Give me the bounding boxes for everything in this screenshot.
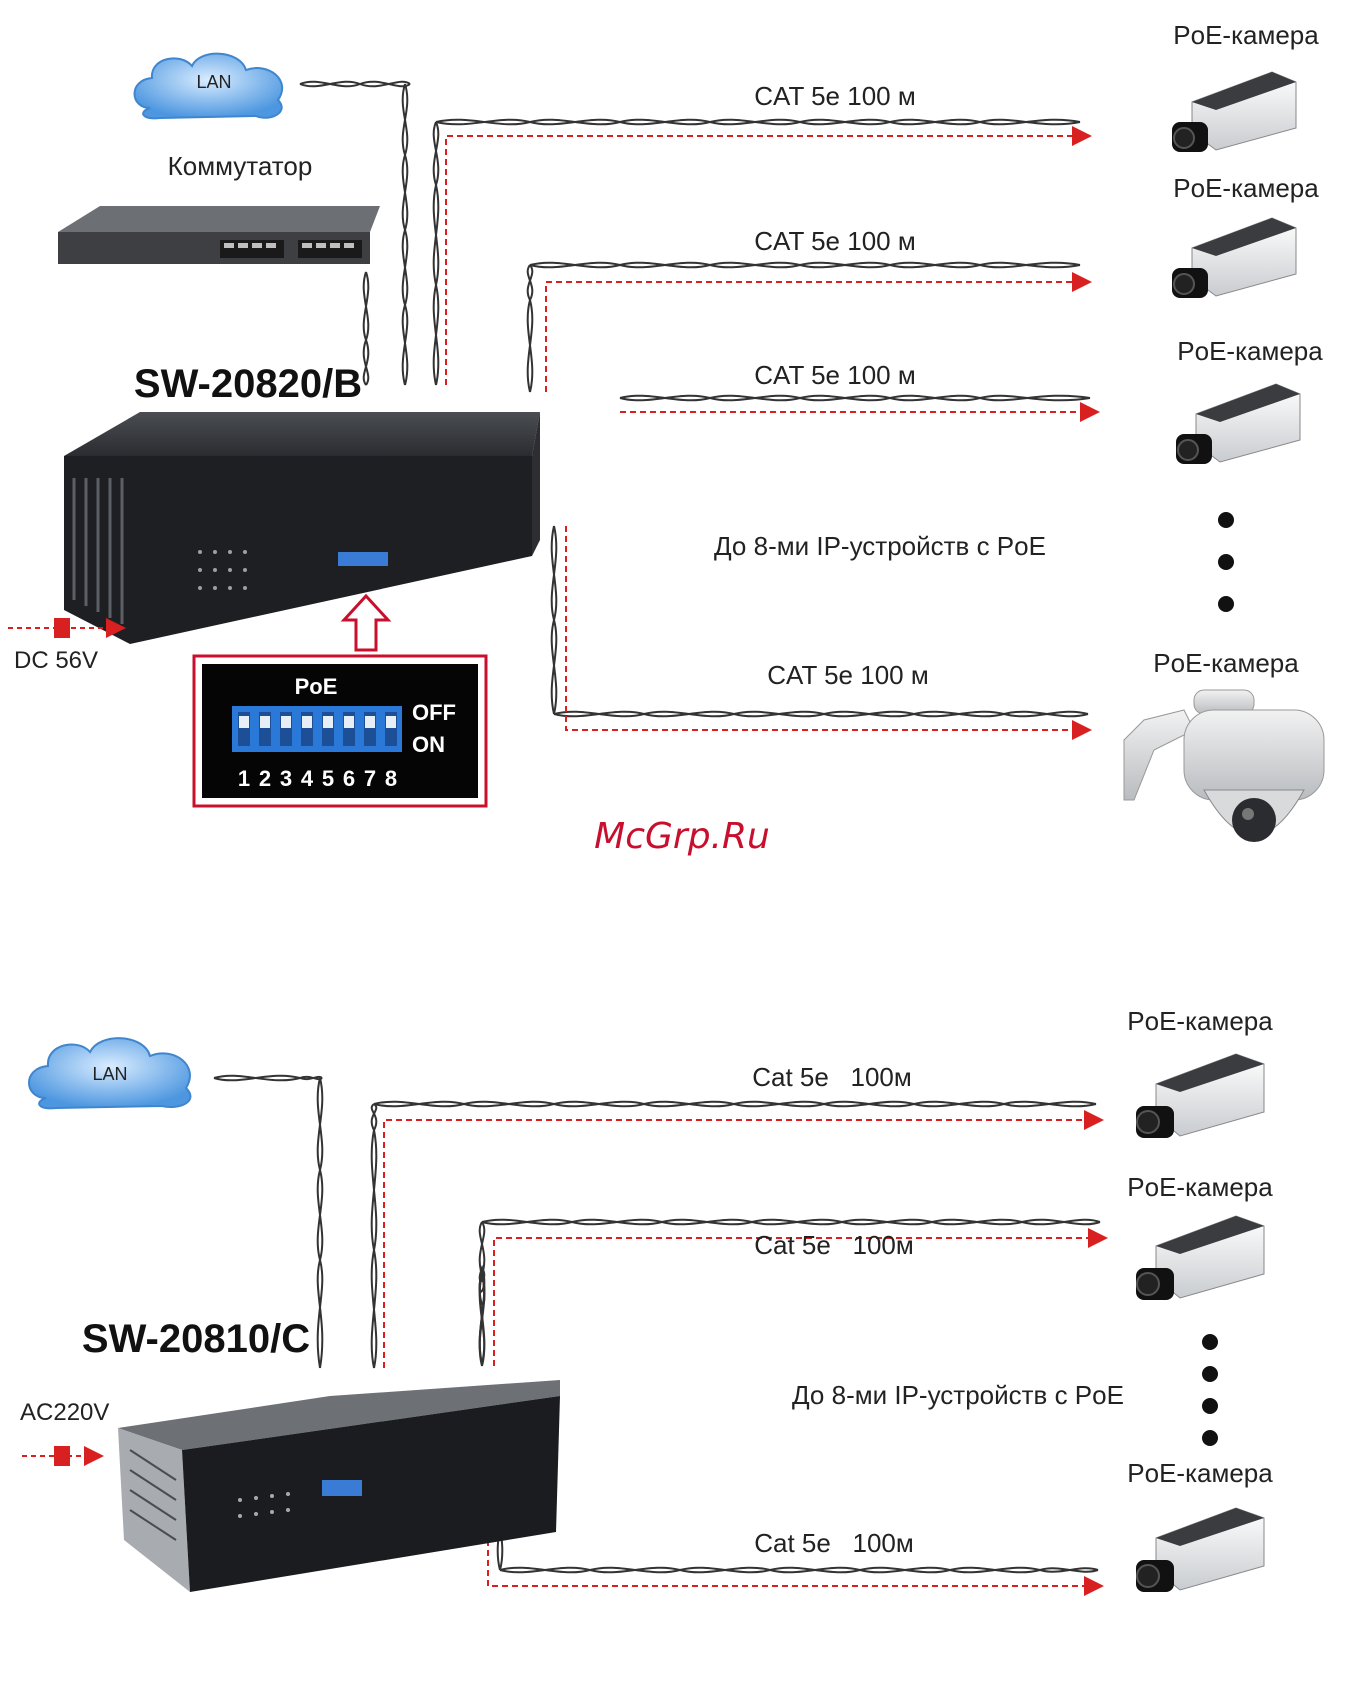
cable-label-1: CAT 5e 100 м <box>754 81 915 111</box>
poe-camera-icon <box>1136 1507 1265 1592</box>
dip-number-1: 1 <box>238 766 250 791</box>
camera-2: PoE-камера <box>1172 173 1319 298</box>
dip-switch-knob-7 <box>365 716 375 728</box>
camera-label-b3: PoE-камера <box>1127 1458 1273 1488</box>
camera-b1: PoE-камера <box>1127 1006 1273 1138</box>
poe-rack-switch-icon <box>118 1380 560 1592</box>
poe-camera-icon <box>1172 217 1297 298</box>
dip-switch-knob-3 <box>281 716 291 728</box>
top-diagram: LAN Коммутатор <box>8 20 1325 842</box>
poe-camera-icon <box>1136 1215 1265 1300</box>
camera-label-3: PoE-камера <box>1177 336 1323 366</box>
poe-camera-icon <box>1176 383 1301 464</box>
camera-label-2: PoE-камера <box>1173 173 1319 203</box>
cable-label-2: CAT 5e 100 м <box>754 226 915 256</box>
camera-4: PoE-камера <box>1123 648 1325 842</box>
power-label-bottom: AC220V <box>20 1399 109 1426</box>
more-devices-dots-bottom <box>1202 1334 1218 1446</box>
lightning-bolt-icon <box>54 1446 70 1466</box>
top-poe-lines <box>445 126 1100 740</box>
dip-switch-knob-4 <box>302 716 312 728</box>
bottom-cables <box>213 1074 1101 1574</box>
dip-number-2: 2 <box>259 766 271 791</box>
camera-label-b1: PoE-камера <box>1127 1006 1273 1036</box>
cable-label-3: CAT 5e 100 м <box>754 360 915 390</box>
dip-number-4: 4 <box>301 766 314 791</box>
lightning-bolt-icon <box>54 618 70 638</box>
camera-label-b2: PoE-камера <box>1127 1172 1273 1202</box>
dip-switch-knob-2 <box>260 716 270 728</box>
poe-switch-device-icon <box>64 412 540 644</box>
dip-number-8: 8 <box>385 766 397 791</box>
dip-number-3: 3 <box>280 766 292 791</box>
camera-label-4: PoE-камера <box>1153 648 1299 678</box>
dome-camera-icon <box>1123 689 1325 842</box>
model-label-bottom: SW-20810/C <box>82 1317 310 1361</box>
more-devices-dots <box>1218 512 1234 612</box>
dip-title: PoE <box>295 674 338 699</box>
dip-switch-knob-8 <box>386 716 396 728</box>
cable-label-b3: Cat 5e 100м <box>754 1528 914 1558</box>
watermark: McGrp.Ru <box>594 816 770 857</box>
dip-off-label: OFF <box>412 700 456 725</box>
dip-switch-knob-1 <box>239 716 249 728</box>
top-cables <box>299 80 1091 718</box>
poe-camera-icon <box>1136 1053 1265 1138</box>
camera-label-1: PoE-камера <box>1173 20 1319 50</box>
devices-note: До 8-ми IP-устройств с PoE <box>714 531 1046 561</box>
dip-number-6: 6 <box>343 766 355 791</box>
dip-on-label: ON <box>412 732 445 757</box>
power-input: DC 56V <box>8 618 126 674</box>
dip-number-5: 5 <box>322 766 334 791</box>
poe-camera-icon <box>1172 71 1297 152</box>
lan-cloud-icon: LAN <box>133 52 284 120</box>
lan-cloud-icon: LAN <box>28 1037 192 1110</box>
dip-switch-knob-6 <box>344 716 354 728</box>
dip-switch-knob-5 <box>323 716 333 728</box>
cable-label-4: CAT 5e 100 м <box>767 660 928 690</box>
dip-number-7: 7 <box>364 766 376 791</box>
power-input-bottom: AC220V <box>20 1399 109 1466</box>
switch-label: Коммутатор <box>168 151 313 181</box>
camera-b2: PoE-камера <box>1127 1172 1273 1300</box>
camera-1: PoE-камера <box>1172 20 1319 152</box>
devices-note-bottom: До 8-ми IP-устройств с PoE <box>792 1380 1124 1410</box>
camera-b3: PoE-камера <box>1127 1458 1273 1592</box>
switch-device-icon <box>58 206 380 264</box>
model-label: SW-20820/B <box>134 362 362 406</box>
lan-label-bottom: LAN <box>92 1064 127 1084</box>
lan-label: LAN <box>196 72 231 92</box>
bottom-diagram: LAN <box>20 1006 1273 1596</box>
cable-label-b1: Cat 5e 100м <box>752 1062 912 1092</box>
cable-label-b2: Cat 5e 100м <box>754 1230 914 1260</box>
power-label: DC 56V <box>14 647 98 674</box>
up-arrow-icon <box>340 593 392 652</box>
dip-keys <box>238 712 397 746</box>
camera-3: PoE-камера <box>1176 336 1323 464</box>
